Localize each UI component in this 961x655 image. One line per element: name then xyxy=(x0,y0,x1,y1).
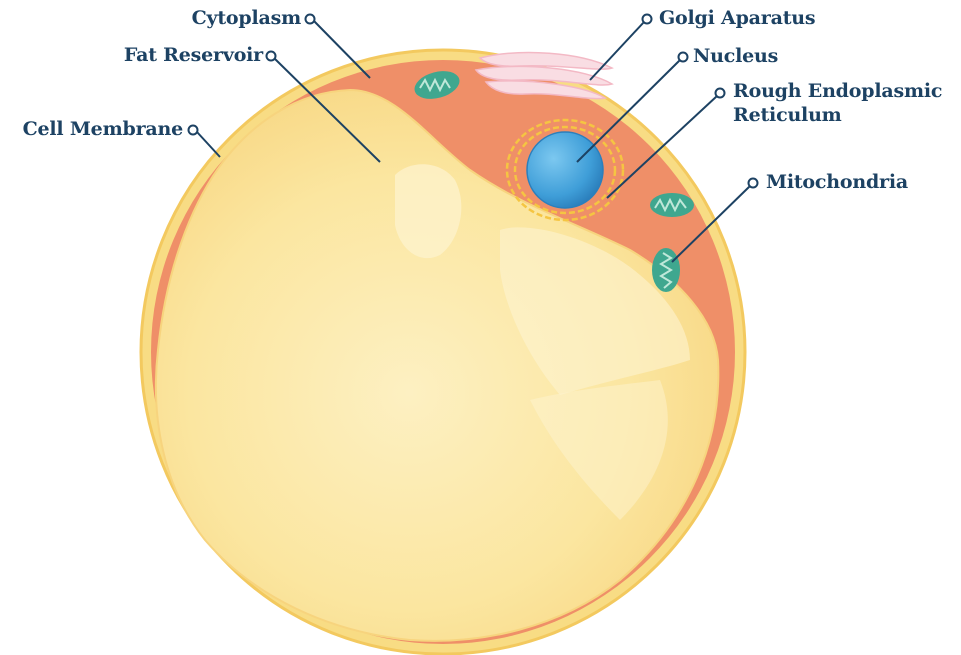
leader-dot xyxy=(716,89,725,98)
nucleus xyxy=(527,132,603,208)
mitochondrion xyxy=(652,248,680,292)
leader-membrane xyxy=(197,132,220,157)
leader-dot xyxy=(306,15,315,24)
label-rough-er: Rough Endoplasmic Reticulum xyxy=(733,79,942,127)
leader-dot xyxy=(749,179,758,188)
label-cell-membrane: Cell Membrane xyxy=(23,117,183,141)
label-rough-er-line2: Reticulum xyxy=(733,103,942,127)
label-nucleus: Nucleus xyxy=(693,44,778,68)
leader-dot xyxy=(189,126,198,135)
leader-dot xyxy=(643,15,652,24)
label-mitochondria: Mitochondria xyxy=(766,170,908,194)
label-fat-reservoir: Fat Reservoir xyxy=(124,43,263,67)
label-golgi-apparatus: Golgi Aparatus xyxy=(659,6,815,30)
leader-dot xyxy=(267,52,276,61)
label-cytoplasm: Cytoplasm xyxy=(192,6,301,30)
mitochondrion xyxy=(650,193,694,217)
leader-golgi xyxy=(590,22,644,80)
leader-dot xyxy=(679,53,688,62)
label-rough-er-line1: Rough Endoplasmic xyxy=(733,79,942,103)
